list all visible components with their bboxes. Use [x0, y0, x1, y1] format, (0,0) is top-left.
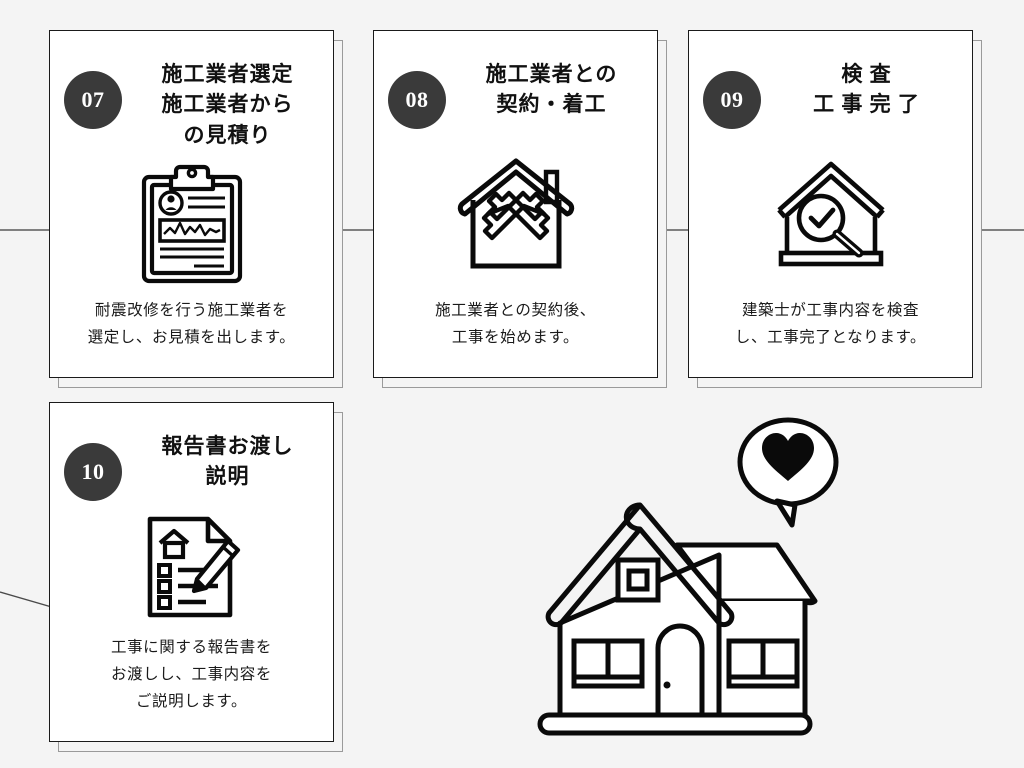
card-description-09: 建築士が工事内容を検査 し、工事完了となります。	[689, 297, 972, 377]
card-icon-10	[50, 501, 333, 634]
card-title-10: 報告書お渡し 説明	[136, 429, 319, 492]
house-with-heart-illustration	[537, 417, 839, 736]
step-number-badge-07: 07	[64, 71, 122, 129]
step-number-badge-10: 10	[64, 443, 122, 501]
card-desc-line: 建築士が工事内容を検査	[741, 301, 920, 319]
card-title-line: 施工業者から	[161, 92, 294, 117]
card-description-10: 工事に関する報告書を お渡しし、工事内容を ご説明します。	[50, 634, 333, 741]
step-number-badge-09: 09	[703, 71, 761, 129]
card-head-08: 08 施工業者との 契約・着工	[374, 31, 657, 129]
document-pencil-icon	[147, 517, 240, 618]
card-title-line: の見積り	[183, 122, 272, 147]
step-card-08[interactable]: 08 施工業者との 契約・着工 施工業者との契約後、	[373, 30, 658, 378]
card-title-line: 工 事 完 了	[813, 92, 920, 117]
card-desc-line: お渡しし、工事内容を	[110, 665, 272, 683]
card-title-line: 契約・着工	[496, 92, 607, 117]
card-head-07: 07 施工業者選定 施工業者から の見積り	[50, 31, 333, 150]
card-title-08: 施工業者との 契約・着工	[460, 57, 643, 120]
card-title-09: 検 査 工 事 完 了	[775, 57, 958, 120]
card-desc-line: 工事に関する報告書を	[110, 638, 272, 656]
card-icon-07	[50, 150, 333, 296]
card-icon-08	[374, 129, 657, 297]
step-card-09[interactable]: 09 検 査 工 事 完 了 建築士が工事内容を検査 し、工事完了となります	[688, 30, 973, 378]
card-head-09: 09 検 査 工 事 完 了	[689, 31, 972, 129]
heart-icon	[762, 433, 814, 481]
card-title-line: 報告書お渡し	[161, 434, 294, 458]
card-description-08: 施工業者との契約後、 工事を始めます。	[374, 297, 657, 377]
house-inspection-icon	[776, 161, 885, 267]
heart-speech-bubble	[737, 417, 839, 528]
step-number-badge-08: 08	[388, 71, 446, 129]
card-desc-line: ご説明します。	[135, 692, 248, 710]
card-desc-line: 工事を始めます。	[451, 328, 580, 346]
house-plinth	[537, 712, 813, 736]
card-head-10: 10 報告書お渡し 説明	[50, 403, 333, 501]
card-desc-line: 耐震改修を行う施工業者を	[94, 301, 289, 319]
step-card-07[interactable]: 07 施工業者選定 施工業者から の見積り	[49, 30, 334, 378]
card-description-07: 耐震改修を行う施工業者を 選定し、お見積を出します。	[50, 297, 333, 377]
card-title-line: 施工業者との	[485, 62, 618, 86]
card-title-line: 施工業者選定	[161, 62, 294, 86]
card-icon-09	[689, 129, 972, 297]
card-title-line: 検 査	[841, 62, 892, 86]
card-title-07: 施工業者選定 施工業者から の見積り	[136, 57, 319, 150]
clipboard-report-icon	[141, 164, 242, 283]
card-desc-line: し、工事完了となります。	[734, 328, 927, 346]
step-card-10[interactable]: 10 報告書お渡し 説明	[49, 402, 334, 742]
house-wrench-icon	[457, 158, 574, 269]
card-desc-line: 選定し、お見積を出します。	[87, 328, 296, 346]
house-main-body	[545, 502, 735, 720]
card-desc-line: 施工業者との契約後、	[435, 301, 596, 319]
card-title-line: 説明	[205, 464, 250, 489]
